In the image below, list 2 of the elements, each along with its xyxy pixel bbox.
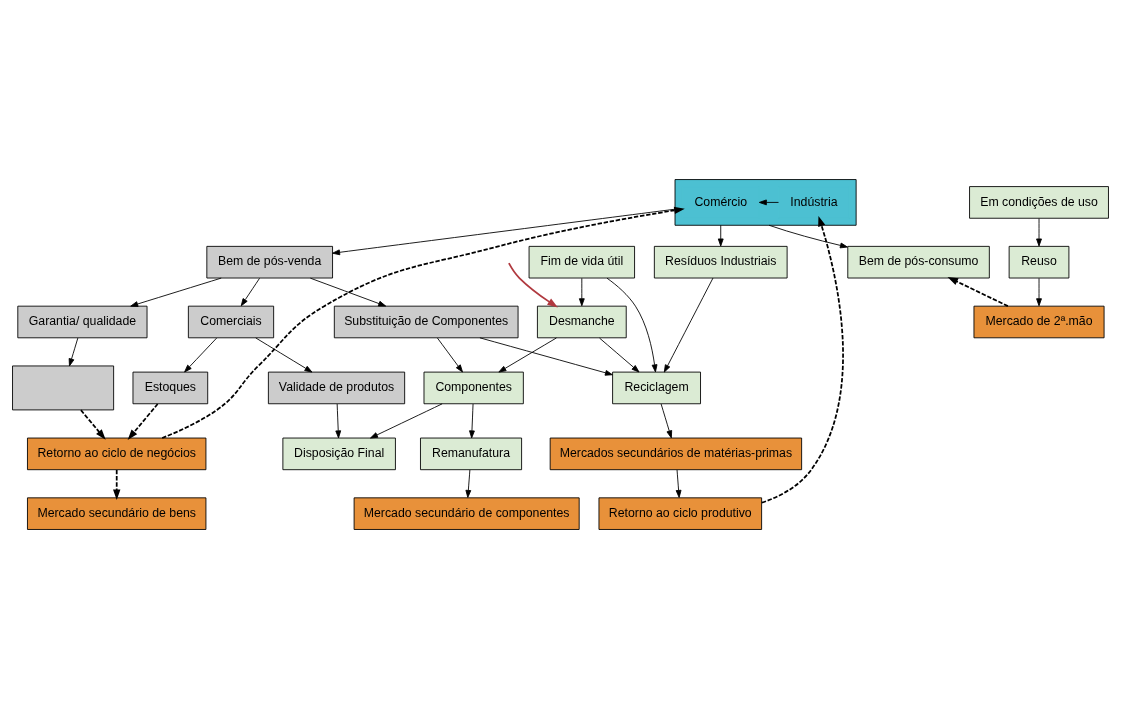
node-text: Comércio bbox=[694, 194, 748, 209]
node-text: Indústria bbox=[790, 194, 838, 209]
